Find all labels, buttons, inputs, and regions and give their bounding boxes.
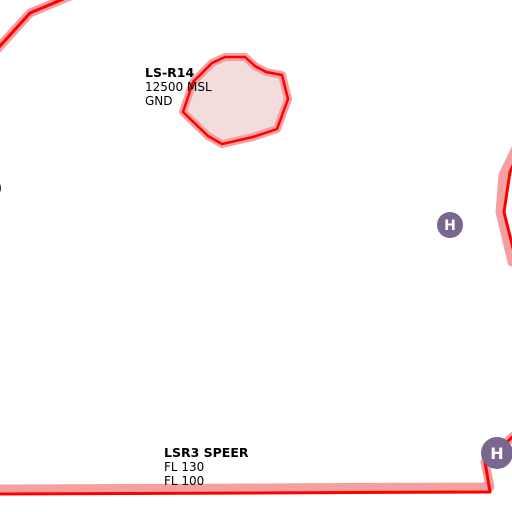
heliport-icon[interactable]: H <box>481 437 512 469</box>
svg-text:H: H <box>444 218 456 234</box>
east-airspace-boundary[interactable] <box>502 150 512 252</box>
airspace-lower-limit: FL 100 <box>164 474 205 488</box>
lsr3-speer-boundary[interactable] <box>0 0 80 57</box>
svg-text:H: H <box>490 444 503 463</box>
airspace-lower-limit: GND <box>145 94 173 108</box>
ls-r14-label: LS-R14 12500 MSL GND <box>145 65 212 109</box>
ls-r14-area[interactable] <box>181 55 290 146</box>
partial-label-glyph: ) <box>0 178 2 197</box>
airspace-name: LS-R14 <box>145 65 195 80</box>
airspace-upper-limit: 12500 MSL <box>145 80 212 94</box>
lsr3-speer-label: LSR3 SPEER FL 130 FL 100 <box>164 445 249 489</box>
heliport-icon[interactable]: H <box>437 212 463 238</box>
airspace-name: LSR3 SPEER <box>164 445 249 460</box>
lsr3-speer-south-boundary-halo <box>0 431 512 494</box>
airspace-upper-limit: FL 130 <box>164 460 205 474</box>
